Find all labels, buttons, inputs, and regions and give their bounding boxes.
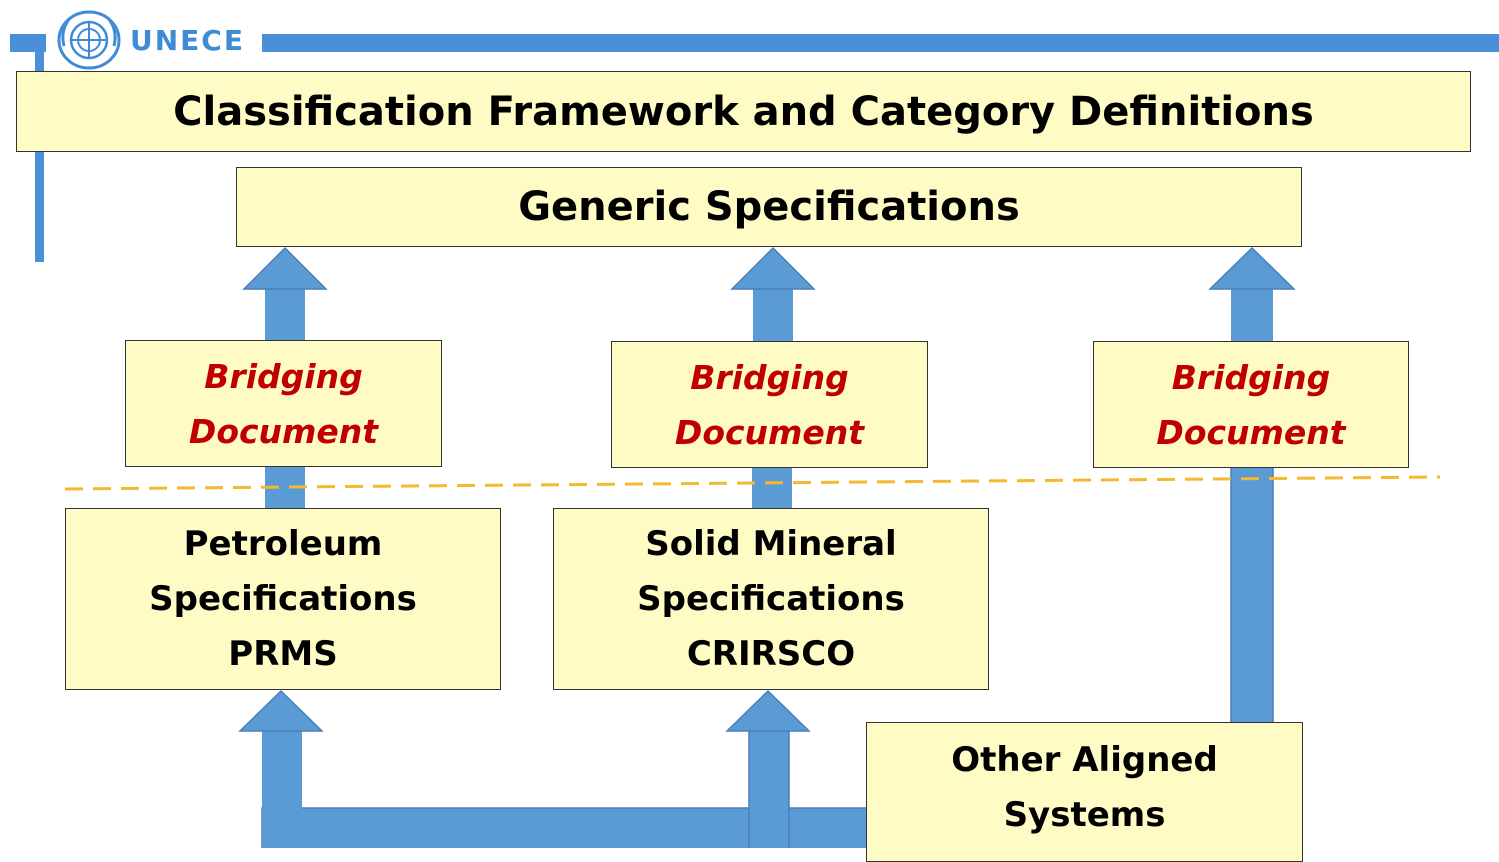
arrow-shaft-bridge-1 <box>265 288 305 341</box>
page-title: Classification Framework and Category De… <box>16 71 1471 152</box>
generic-specifications-box: Generic Specifications <box>236 167 1302 247</box>
other-aligned-systems-box: Other Aligned Systems <box>866 722 1303 862</box>
un-emblem-icon <box>56 10 122 70</box>
arrow-head-bridge-1 <box>242 246 328 290</box>
arrow-shaft-bridge-2 <box>753 288 793 342</box>
bridging-document-box-3: Bridging Document <box>1093 341 1409 468</box>
bridging-label-line2: Document <box>674 412 865 452</box>
bridging-document-box-2: Bridging Document <box>611 341 928 468</box>
bridging-label-line1: Bridging <box>690 357 849 397</box>
spec-line: Systems <box>1003 795 1166 835</box>
spec-line: PRMS <box>228 633 338 674</box>
petroleum-specifications-box: Petroleum Specifications PRMS <box>65 508 501 690</box>
solid-mineral-specifications-box: Solid Mineral Specifications CRIRSCO <box>553 508 989 690</box>
arrow-shaft-bridge-3 <box>1231 288 1273 342</box>
bridging-label-line2: Document <box>1156 412 1346 452</box>
logo-text: UNECE <box>130 24 245 57</box>
arrow-shaft-solid-mineral <box>748 729 790 848</box>
arrow-head-petroleum <box>238 689 324 732</box>
spec-line: CRIRSCO <box>686 633 856 674</box>
spec-line: Other Aligned <box>951 740 1218 780</box>
dashed-divider <box>64 475 1441 491</box>
bridging-label-line1: Bridging <box>204 356 363 396</box>
arrow-shaft-bridge-2-lower <box>752 467 792 509</box>
spec-line: Petroleum <box>183 523 383 564</box>
bridging-document-box-1: Bridging Document <box>125 340 442 467</box>
arrow-shaft-petroleum <box>262 730 302 848</box>
spec-line: Solid Mineral <box>645 523 897 564</box>
spec-line: Specifications <box>149 578 417 619</box>
header-bar <box>262 34 1499 52</box>
bridging-label-line2: Document <box>188 411 379 451</box>
arrow-head-bridge-2 <box>730 246 816 290</box>
arrow-head-bridge-3 <box>1208 246 1296 290</box>
bridging-label-line1: Bridging <box>1171 357 1331 397</box>
arrow-head-solid-mineral <box>725 689 811 732</box>
spec-line: Specifications <box>637 578 905 619</box>
arrow-shaft-other-aligned <box>1230 465 1274 724</box>
